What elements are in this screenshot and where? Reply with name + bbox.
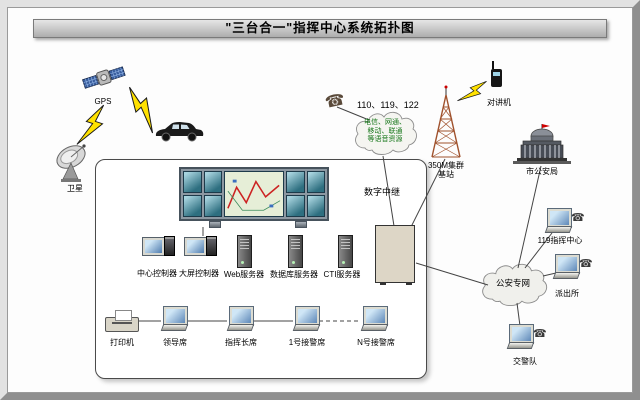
walkie-talkie-icon xyxy=(491,61,502,87)
call-numbers-label: 110、119、122 xyxy=(357,100,419,110)
gps-satellite-icon xyxy=(81,63,127,93)
cti-server-label: CTI服务器 xyxy=(323,270,361,279)
police-station-pc-icon xyxy=(553,254,580,278)
police-station-label: 派出所 xyxy=(555,289,579,298)
printer-label: 打印机 xyxy=(110,338,134,347)
digital-trunk-label: 数字中继 xyxy=(363,187,400,197)
traffic-police-pc-icon xyxy=(507,324,534,348)
pstn-telephone-icon: ☎ xyxy=(323,91,347,112)
center-119-label: 119指挥中心 xyxy=(537,236,583,245)
radio-tower-icon xyxy=(427,85,465,161)
wall-column xyxy=(183,171,202,217)
wall-leg xyxy=(209,221,221,228)
center-controller-label: 中心控制器 xyxy=(137,269,177,278)
wall-screen xyxy=(306,171,325,193)
screen-controller-label: 大屏控制器 xyxy=(179,269,219,278)
wall-screen xyxy=(286,195,305,217)
wall-leg xyxy=(295,221,307,228)
base-station-line-1: 350M集群 xyxy=(427,161,464,170)
seat1-pc-icon xyxy=(293,306,320,330)
commander-seat-label: 指挥长席 xyxy=(225,338,257,347)
database-server-label: 数据库服务器 xyxy=(270,270,318,279)
diagram-title: "三台合一"指挥中心系统拓扑图 xyxy=(33,19,607,38)
voice-cloud-text: 电信、网通、 移动、联通 等语音资源 xyxy=(356,119,414,145)
traffic-police-label: 交警队 xyxy=(513,357,537,366)
center-119-telephone-icon: ☎ xyxy=(571,212,585,224)
wall-screen xyxy=(183,171,202,193)
satellite-label: 卫星 xyxy=(67,184,83,193)
leader-seat-label: 领导席 xyxy=(163,338,187,347)
wall-map-screen xyxy=(224,171,284,217)
wall-screen xyxy=(286,171,305,193)
seat1-label: 1号接警席 xyxy=(288,338,326,347)
satellite-dish-icon xyxy=(53,143,95,183)
wall-screen xyxy=(203,195,222,217)
screen-controller-icon xyxy=(184,235,217,257)
cti-server-icon xyxy=(338,235,353,268)
wall-column xyxy=(203,171,222,217)
base-station-label: 350M集群 基站 xyxy=(419,161,473,179)
voice-cloud-line-3: 等语音资源 xyxy=(367,136,403,143)
police-network-label: 公安专网 xyxy=(495,278,530,288)
web-server-label: Web服务器 xyxy=(223,270,265,279)
trunk-gateway-rack-icon xyxy=(375,225,415,285)
wall-column xyxy=(286,171,305,217)
printer-icon xyxy=(105,310,139,332)
wall-screen xyxy=(306,195,325,217)
gps-label: GPS xyxy=(94,97,112,106)
police-car-icon xyxy=(153,121,205,143)
seatN-pc-icon xyxy=(361,306,388,330)
traffic-police-telephone-icon: ☎ xyxy=(533,328,547,340)
database-server-icon xyxy=(288,235,303,268)
video-wall xyxy=(179,167,329,221)
seatN-label: N号接警席 xyxy=(357,338,395,347)
voice-cloud-line-1: 电信、网通、 xyxy=(364,119,406,126)
wall-column xyxy=(306,171,325,217)
walkie-talkie-label: 对讲机 xyxy=(487,98,511,107)
wall-screen xyxy=(183,195,202,217)
center-119-pc-icon xyxy=(545,208,572,232)
web-server-icon xyxy=(237,235,252,268)
police-station-telephone-icon: ☎ xyxy=(579,258,593,270)
leader-seat-pc-icon xyxy=(161,306,188,330)
city-bureau-label: 市公安局 xyxy=(526,167,558,176)
center-controller-icon xyxy=(142,235,175,257)
voice-cloud-line-2: 移动、联通 xyxy=(367,127,403,135)
base-station-line-2: 基站 xyxy=(438,170,454,179)
government-building-icon xyxy=(511,123,573,165)
wall-screen xyxy=(203,171,222,193)
commander-seat-pc-icon xyxy=(227,306,254,330)
